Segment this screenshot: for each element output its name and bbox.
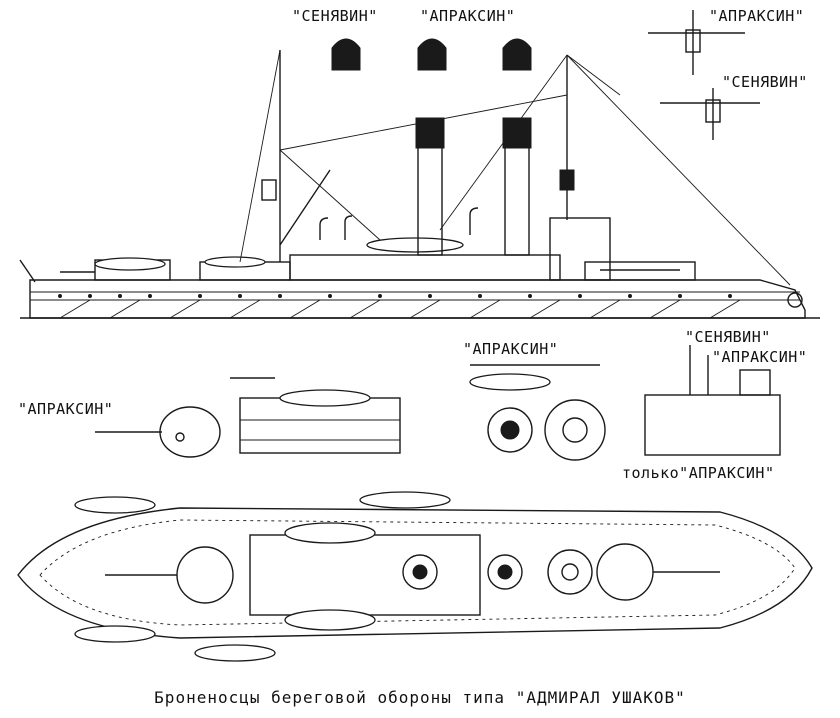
detail-views	[95, 345, 781, 461]
label-elevation-apraksin: "АПРАКСИН"	[420, 7, 516, 25]
side-elevation	[19, 10, 820, 319]
label-turret-apraksin: "АПРАКСИН"	[18, 400, 114, 418]
label-mast-senyavin: "СЕНЯВИН"	[722, 73, 808, 91]
label-stern-apraksin: "АПРАКСИН"	[712, 348, 808, 366]
turret-silhouettes	[331, 38, 532, 71]
label-elevation-senyavin: "СЕНЯВИН"	[292, 7, 378, 25]
label-mast-apraksin: "АПРАКСИН"	[709, 7, 805, 25]
label-bow-detail-apraksin: "АПРАКСИН"	[463, 340, 559, 358]
label-only-apraksin: только"АПРАКСИН"	[622, 464, 775, 482]
portholes	[58, 294, 732, 298]
label-stern-senyavin: "СЕНЯВИН"	[685, 328, 771, 346]
plan-view	[17, 491, 813, 662]
caption: Броненосцы береговой обороны типа "АДМИР…	[154, 688, 686, 707]
mast-details	[648, 10, 760, 140]
